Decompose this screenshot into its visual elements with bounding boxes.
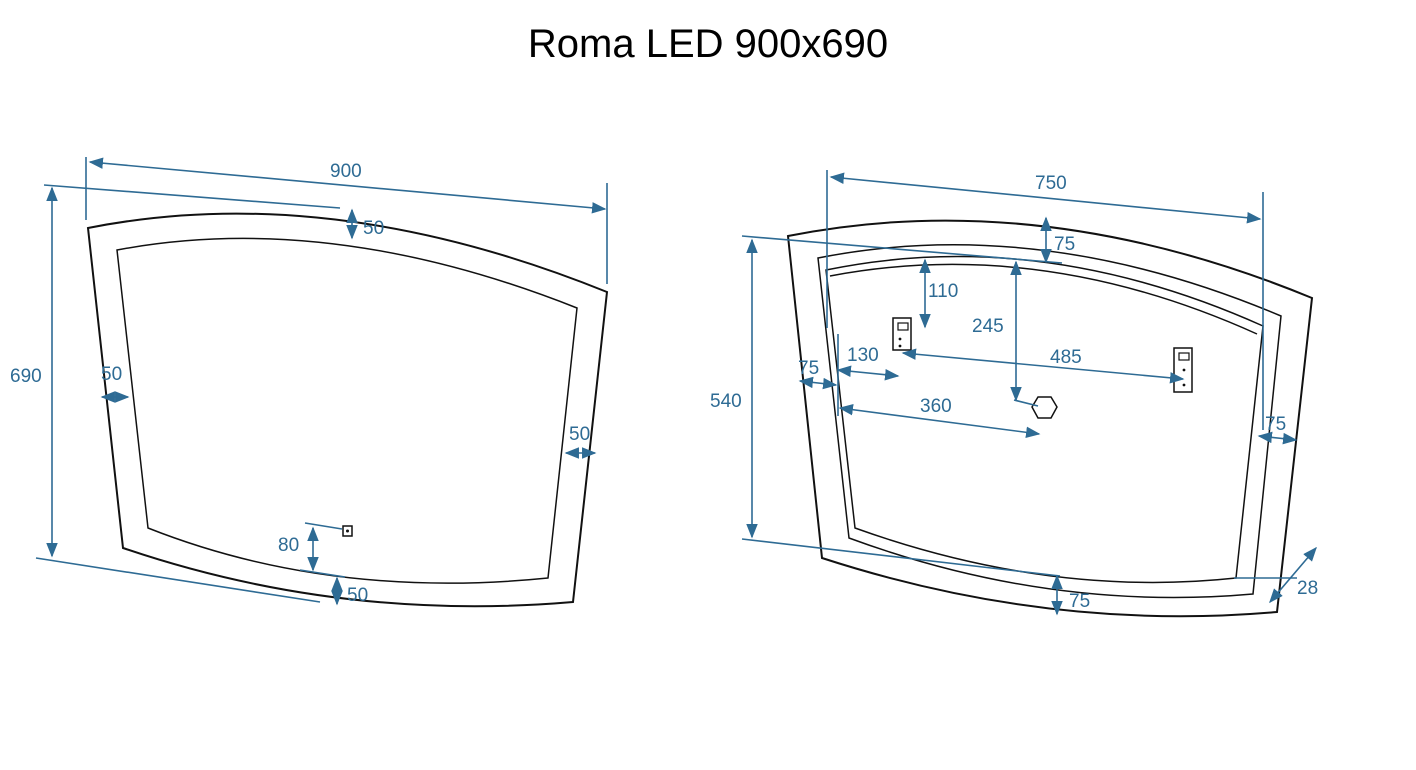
front-width-label: 900 xyxy=(330,161,362,182)
back-bracket-left-label: 130 xyxy=(847,345,879,366)
wall-bracket-right-icon xyxy=(1173,347,1193,393)
back-top-border-label: 75 xyxy=(1054,234,1075,255)
back-hook-top-label: 245 xyxy=(972,316,1004,337)
wall-bracket-left-icon xyxy=(892,317,912,351)
front-left-border-label: 50 xyxy=(101,364,122,385)
back-bracket-spacing-label: 485 xyxy=(1050,347,1082,368)
touch-switch-icon xyxy=(342,525,353,537)
back-height-label: 540 xyxy=(710,391,742,412)
back-right-border-dimension xyxy=(1257,431,1298,445)
back-left-border-label: 75 xyxy=(798,358,819,379)
front-led-band-inner xyxy=(116,237,578,584)
back-hook-left-label: 360 xyxy=(920,396,952,417)
back-bracket-left-dimension xyxy=(836,365,900,381)
back-width-dimension xyxy=(829,172,1262,224)
hang-hook-icon xyxy=(1031,396,1058,419)
front-right-border-label: 50 xyxy=(569,424,590,445)
back-depth-label: 28 xyxy=(1297,578,1318,599)
back-bracket-spacing-dimension xyxy=(901,348,1185,384)
back-hook-left-dimension xyxy=(838,403,1041,439)
front-bottom-border-label: 50 xyxy=(347,585,368,606)
back-bottom-border-label: 75 xyxy=(1069,591,1090,612)
back-depth-dimension xyxy=(1269,546,1317,604)
back-left-border-dimension xyxy=(798,376,838,390)
back-frame-outer xyxy=(817,244,1282,599)
front-height-label: 690 xyxy=(10,366,42,387)
front-view: 900 690 50 50 50 50 80 xyxy=(10,157,609,608)
front-top-border-label: 50 xyxy=(363,218,384,239)
back-right-border-label: 75 xyxy=(1265,414,1286,435)
drawing-title: Roma LED 900x690 xyxy=(527,22,889,66)
front-mirror-outline xyxy=(86,212,609,608)
back-frame-rail xyxy=(829,263,1258,335)
front-switch-offset-label: 80 xyxy=(278,535,299,556)
back-view: 750 540 75 110 245 130 485 75 360 75 75 … xyxy=(710,170,1318,618)
front-width-dimension xyxy=(88,157,607,214)
back-frame-inner xyxy=(825,255,1264,584)
back-bracket-top-label: 110 xyxy=(928,281,958,302)
back-width-label: 750 xyxy=(1035,173,1067,194)
